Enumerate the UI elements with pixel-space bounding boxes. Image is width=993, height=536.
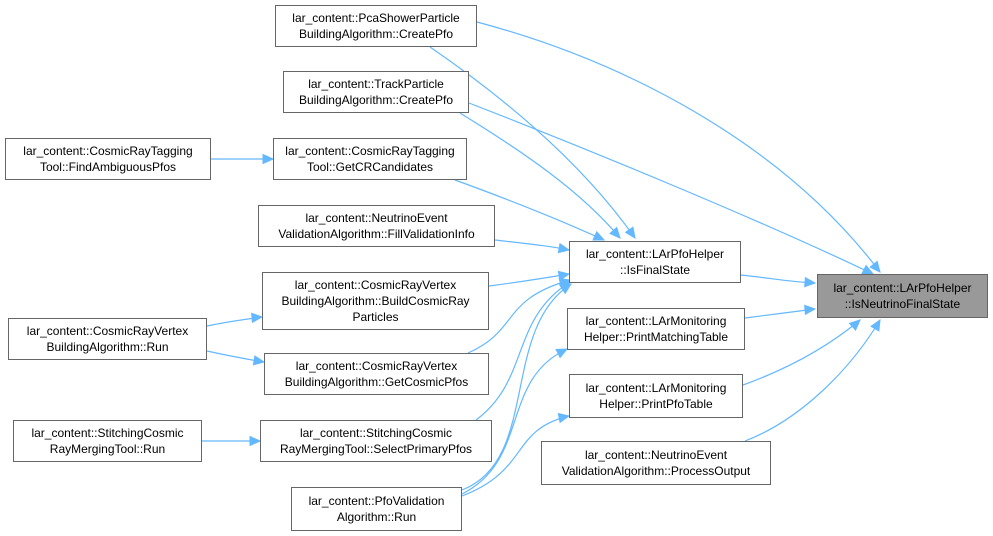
edge-matching-to-target [744,304,817,319]
node-label-line: lar_content::CosmicRayVertex [295,359,458,373]
edge-crvbuild-to-isfinal [488,270,571,287]
edge-scmrun-to-scmsel [202,435,262,447]
node-label-line: ValidationAlgorithm::ProcessOutput [561,464,751,478]
node-label-line: ValidationAlgorithm::FillValidationInfo [278,227,475,241]
node-pca-shower-create-pfo[interactable]: lar_content::PcaShowerParticle BuildingA… [275,5,477,47]
node-pfo-validation-run[interactable]: lar_content::PfoValidation Algorithm::Ru… [291,487,462,531]
node-stitching-select-primary-pfos[interactable]: lar_content::StitchingCosmic RayMergingT… [260,420,492,462]
edge-nevfill-to-isfinal [494,239,571,254]
node-label-line: lar_content::CosmicRayTagging [23,144,193,158]
node-label-line: BuildingAlgorithm::BuildCosmicRay [281,294,470,308]
node-monitoring-print-pfo-table[interactable]: lar_content::LArMonitoring Helper::Print… [569,374,743,418]
node-label-line: lar_content::PcaShowerParticle [292,11,460,25]
node-track-particle-create-pfo[interactable]: lar_content::TrackParticle BuildingAlgor… [283,71,469,113]
node-label-line: BuildingAlgorithm::Run [46,340,169,354]
node-label-line: lar_content::CosmicRayVertex [294,278,457,292]
node-is-neutrino-final-state: lar_content::LArPfoHelper ::IsNeutrinoFi… [817,274,988,318]
node-is-final-state[interactable]: lar_content::LArPfoHelper ::IsFinalState [569,241,741,283]
edge-crvrun-to-crvget [206,350,266,366]
node-label-line: lar_content::NeutrinoEvent [584,448,728,462]
node-label-line: lar_content::LArPfoHelper [833,281,972,295]
node-label-line: lar_content::StitchingCosmic [31,426,184,440]
node-label-line: lar_content::PfoValidation [308,494,445,508]
node-crt-find-ambiguous-pfos[interactable]: lar_content::CosmicRayTagging Tool::Find… [5,138,211,180]
edge-pfotable-to-target [742,319,861,386]
node-label-line: RayMergingTool::SelectPrimaryPfos [279,442,473,456]
node-label-line: Algorithm::Run [336,510,417,524]
edge-pfoval-to-matching [461,348,569,495]
node-label-line: lar_content::StitchingCosmic [299,426,453,440]
node-label-line: ::IsFinalState [619,263,691,277]
node-label-line: Particles [352,310,399,324]
edge-crtget-to-isfinal [454,179,606,241]
node-label-line: lar_content::LArMonitoring [585,314,727,328]
node-label-line: Tool::GetCRCandidates [306,160,434,174]
node-label-line: lar_content::NeutrinoEvent [305,211,448,225]
node-label-line: ::IsNeutrinoFinalState [844,297,961,311]
edge-track-to-isfinal [459,112,621,239]
node-label-line: BuildingAlgorithm::GetCosmicPfos [284,375,469,389]
node-monitoring-print-matching-table[interactable]: lar_content::LArMonitoring Helper::Print… [567,308,745,350]
node-label-line: lar_content::CosmicRayTagging [285,144,455,158]
node-crv-build-cosmic-ray-particles[interactable]: lar_content::CosmicRayVertex BuildingAlg… [262,272,489,330]
edge-process-to-target [744,318,881,442]
node-label-line: lar_content::TrackParticle [308,77,444,91]
node-crt-get-cr-candidates[interactable]: lar_content::CosmicRayTagging Tool::GetC… [273,138,467,180]
edge-pfoval-to-isfinal [461,283,573,491]
node-stitching-run[interactable]: lar_content::StitchingCosmic RayMergingT… [13,420,202,462]
edge-pca-to-isfinal [429,46,636,239]
edge-crtfind-to-crtget [211,153,275,165]
edge-crvrun-to-crvbuild [206,312,264,327]
node-crv-get-cosmic-pfos[interactable]: lar_content::CosmicRayVertex BuildingAlg… [264,353,489,395]
node-label-line: RayMergingTool::Run [49,442,166,456]
edge-track-to-target [468,102,875,275]
node-label-line: lar_content::CosmicRayVertex [26,324,189,338]
node-label-line: Helper::PrintPfoTable [599,397,713,411]
edge-pfoval-to-pfotable [461,412,571,497]
node-label-line: lar_content::LArPfoHelper [585,247,725,261]
node-label-line: lar_content::LArMonitoring [585,381,727,395]
node-neutrino-fill-validation-info[interactable]: lar_content::NeutrinoEvent ValidationAlg… [258,205,495,247]
node-label-line: Tool::FindAmbiguousPfos [39,160,177,174]
node-label-line: Helper::PrintMatchingTable [583,330,729,344]
node-label-line: BuildingAlgorithm::CreatePfo [298,93,454,107]
node-neutrino-process-output[interactable]: lar_content::NeutrinoEvent ValidationAlg… [541,441,771,485]
node-label-line: BuildingAlgorithm::CreatePfo [298,27,454,41]
edge-pca-to-target [476,21,881,273]
edge-isfinal-to-target [740,274,817,288]
node-crv-run[interactable]: lar_content::CosmicRayVertex BuildingAlg… [8,318,207,360]
